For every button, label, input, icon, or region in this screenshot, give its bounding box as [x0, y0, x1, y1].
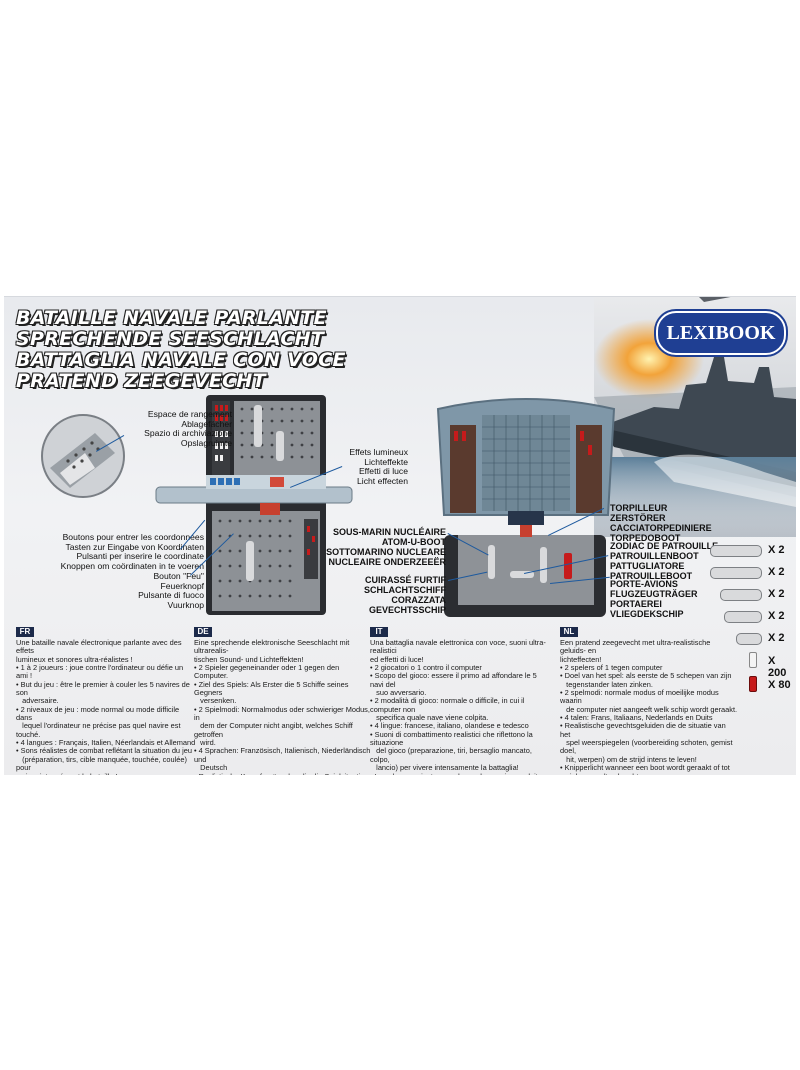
callout-fire-button: Bouton "Feu" Feuerknopf Pulsante di fuoc…	[138, 571, 204, 610]
storage-inset-image	[41, 414, 125, 498]
upright-game-unit	[436, 398, 616, 617]
content-qty-1: X 2	[768, 544, 785, 556]
white-pin	[749, 652, 757, 668]
red-pin	[749, 676, 757, 692]
content-qty-6: X 200	[768, 655, 787, 679]
lexibook-logo: LEXIBOOK	[656, 311, 786, 355]
content-ship-2	[710, 567, 762, 579]
content-qty-7: X 80	[768, 679, 791, 691]
content-ship-5	[736, 633, 762, 645]
callout-carrier: PORTE-AVIONS FLUGZEUGTRÄGER PORTAEREI VL…	[610, 579, 698, 619]
content-ship-1	[710, 545, 762, 557]
callout-submarine: SOUS-MARIN NUCLÉAIRE ATOM-U-BOOT SOTTOMA…	[326, 527, 446, 567]
title-de: SPRECHENDE SEESCHLACHT	[16, 328, 325, 350]
callout-storage: Espace de rangement Ablagefächer Spazio …	[144, 409, 232, 448]
title-it: BATTAGLIA NAVALE CON VOCE	[16, 349, 346, 371]
lang-code-it: IT	[370, 627, 388, 637]
callout-coordinates: Boutons pour entrer les coordonnées Tast…	[60, 532, 204, 571]
callout-patrol: ZODIAC DE PATROUILLE PATROUILLENBOOT PAT…	[610, 541, 719, 581]
callout-destroyer: TORPILLEUR ZERSTÖRER CACCIATORPEDINIERE …	[610, 503, 712, 543]
content-qty-3: X 2	[768, 588, 785, 600]
lang-code-nl: NL	[560, 627, 578, 637]
open-game-board	[155, 395, 353, 615]
title-fr: BATAILLE NAVALE PARLANTE	[16, 307, 327, 329]
lang-text-de: Eine sprechende elektronische Seeschlach…	[194, 638, 371, 775]
callout-lights: Effets lumineux Lichteffekte Effetti di …	[349, 447, 408, 486]
lang-code-fr: FR	[16, 627, 34, 637]
lang-text-it: Una battaglia navale elettronica con voc…	[370, 638, 548, 775]
callout-battleship: CUIRASSÉ FURTIF SCHLACHTSCHIFF CORAZZATA…	[364, 575, 446, 615]
lang-text-nl: Een pratend zeegevecht met ultra-realist…	[560, 638, 738, 775]
title-nl: PRATEND ZEEGEVECHT	[16, 370, 266, 392]
content-ship-4	[724, 611, 762, 623]
product-box-back: BATAILLE NAVALE PARLANTE SPRECHENDE SEES…	[4, 296, 796, 775]
content-qty-2: X 2	[768, 566, 785, 578]
content-qty-4: X 2	[768, 610, 785, 622]
lang-text-fr: Une bataille navale électronique parlant…	[16, 638, 196, 775]
content-ship-3	[720, 589, 762, 601]
lang-code-de: DE	[194, 627, 212, 637]
content-qty-5: X 2	[768, 632, 785, 644]
